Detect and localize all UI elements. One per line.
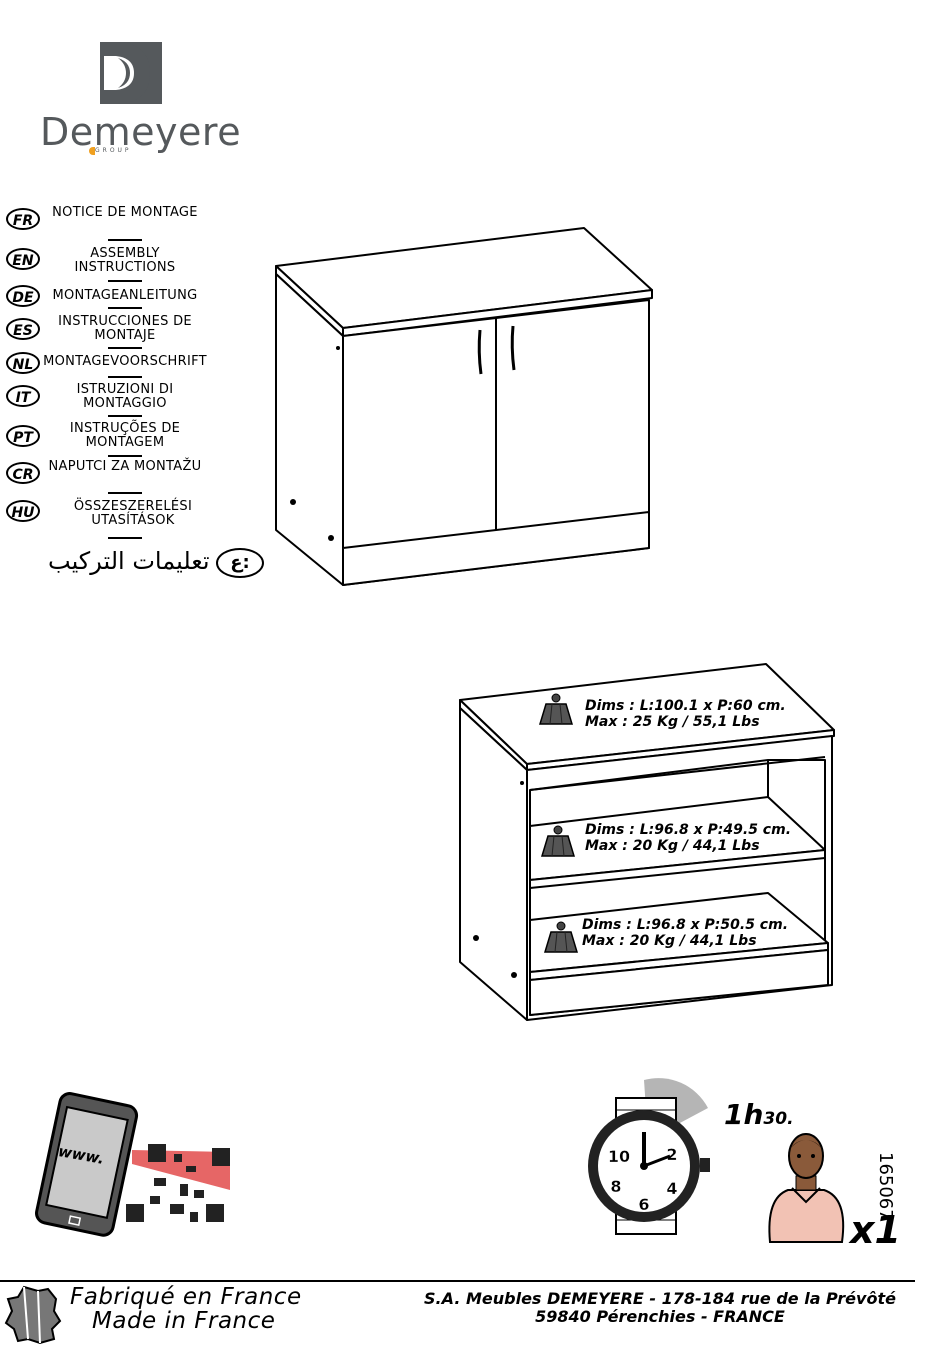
weight-icon [543,921,579,953]
lang-badge-de: DE [6,285,40,307]
company-address: S.A. Meubles DEMEYERE - 178-184 rue de l… [420,1290,900,1326]
svg-text:4: 4 [666,1179,677,1198]
person-icon [768,1133,845,1243]
made-in-france-en: Made in France [92,1308,276,1334]
lang-separator [108,415,142,417]
lang-badge-ar: ع: [216,548,264,578]
shelf-load-top: Dims : L:100.1 x P:60 cm. Max : 25 Kg / … [585,698,786,730]
lang-title-nl: MONTAGEVOORSCHRIFT [43,354,207,369]
company-address-line: S.A. Meubles DEMEYERE - 178-184 rue de l… [424,1289,896,1308]
lang-badge-pt: PT [6,425,40,447]
shelf-max: Max : 20 Kg / 44,1 Lbs [582,933,757,949]
svg-text:6: 6 [638,1195,649,1214]
lang-title-pt: INSTRUÇÕES DE MONTAGEM [69,421,181,450]
persons-required: x1 [850,1208,901,1252]
brand-tagline: GROUP [95,147,132,154]
lang-badge-nl: NL [6,352,40,374]
lang-badge-hu: HU [6,500,40,522]
made-in-france-fr: Fabriqué en France [70,1284,302,1310]
lang-separator [108,239,142,241]
lang-separator [108,537,142,539]
lang-separator [108,455,142,457]
lang-title-cr: NAPUTCI ZA MONTAŽU [48,459,202,474]
lang-separator [108,347,142,349]
lang-badge-en: EN [6,248,40,270]
svg-text:10: 10 [608,1147,630,1166]
lang-badge-fr: FR [6,208,40,230]
lang-title-en: ASSEMBLY INSTRUCTIONS [74,246,176,275]
lang-title-it: ISTRUZIONI DI MONTAGGIO [76,382,174,411]
lang-separator [108,492,142,494]
brand-name: Demeyere [40,110,242,154]
weight-icon [538,693,574,725]
footer-divider [0,1280,915,1282]
lang-title-hu: ÖSSZESZERELÉSI UTASÍTÁSOK [73,499,193,528]
product-reference: 165067 [875,1152,896,1221]
lang-badge-es: ES [6,318,40,340]
lang-separator [108,307,142,309]
lang-title-de: MONTAGEANLEITUNG [52,288,198,303]
phone-scan-icon [35,1092,230,1237]
lang-title-es: INSTRUCCIONES DE MONTAJE [58,314,192,343]
lang-title-ar: تعليمات التركيب [48,547,210,575]
shelf-dims: Dims : L:100.1 x P:60 cm. [585,698,786,714]
lang-badge-cr: CR [6,462,40,484]
lang-badge-it: IT [6,385,40,407]
svg-text:2: 2 [666,1145,677,1164]
shelf-max: Max : 20 Kg / 44,1 Lbs [585,838,760,854]
assembly-time-minutes: 30. [763,1109,794,1129]
lang-separator [108,376,142,378]
assembly-time-hours: 1h [724,1098,764,1131]
shelf-max: Max : 25 Kg / 55,1 Lbs [585,714,760,730]
weight-icon [540,825,576,857]
shelf-dims: Dims : L:96.8 x P:49.5 cm. [585,822,792,838]
watch-icon: 10 2 8 46 [588,1078,710,1235]
demeyere-logo-icon [100,42,162,104]
brand-accent-dot [89,147,95,155]
shelf-load-middle: Dims : L:96.8 x P:49.5 cm. Max : 20 Kg /… [585,822,791,854]
shelf-dims: Dims : L:96.8 x P:50.5 cm. [582,917,789,933]
lang-title-fr: NOTICE DE MONTAGE [52,205,198,220]
lang-separator [108,280,142,282]
france-map-icon [4,1285,62,1345]
shelf-load-bottom: Dims : L:96.8 x P:50.5 cm. Max : 20 Kg /… [582,917,788,949]
svg-text:8: 8 [610,1177,621,1196]
company-address-line: 59840 Pérenchies - FRANCE [535,1307,785,1326]
assembly-time: 1h30. [724,1098,794,1131]
